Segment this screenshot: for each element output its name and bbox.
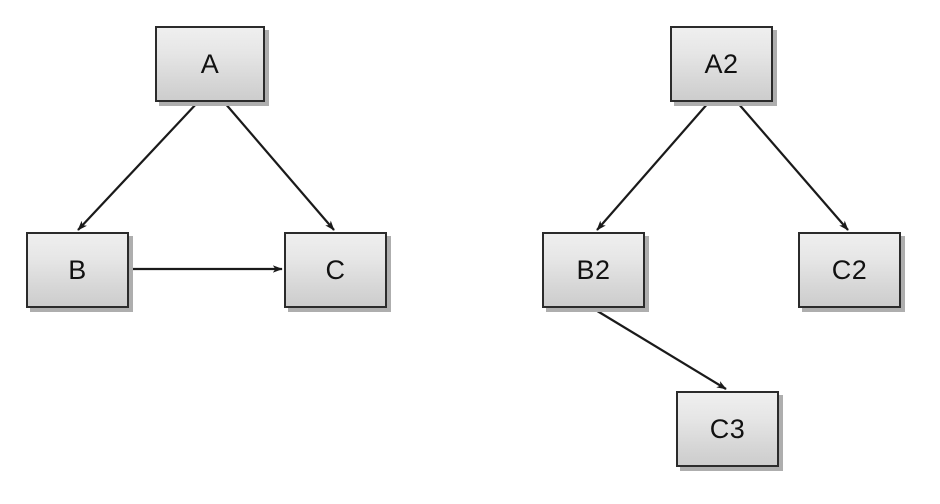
node-label: B [68, 254, 87, 285]
node-label: C [325, 254, 346, 285]
node-c3[interactable]: C3 [676, 391, 779, 467]
node-label: A [200, 48, 220, 79]
node-a[interactable]: A [155, 26, 265, 102]
node-label: A2 [704, 48, 739, 79]
node-label: B2 [576, 254, 611, 285]
node-b[interactable]: B [26, 232, 129, 308]
node-label: C3 [709, 413, 746, 444]
node-b2[interactable]: B2 [542, 232, 645, 308]
edge-a-to-b [77, 101, 199, 231]
node-label: C2 [831, 254, 868, 285]
node-c2[interactable]: C2 [798, 232, 901, 308]
edge-group [77, 101, 849, 390]
edge-a2-to-b2 [596, 101, 710, 231]
node-a2[interactable]: A2 [670, 26, 773, 102]
edge-a2-to-c2 [736, 101, 849, 231]
edge-a-to-c [223, 101, 335, 231]
node-c[interactable]: C [284, 232, 387, 308]
edge-b2-to-c3 [593, 308, 727, 390]
